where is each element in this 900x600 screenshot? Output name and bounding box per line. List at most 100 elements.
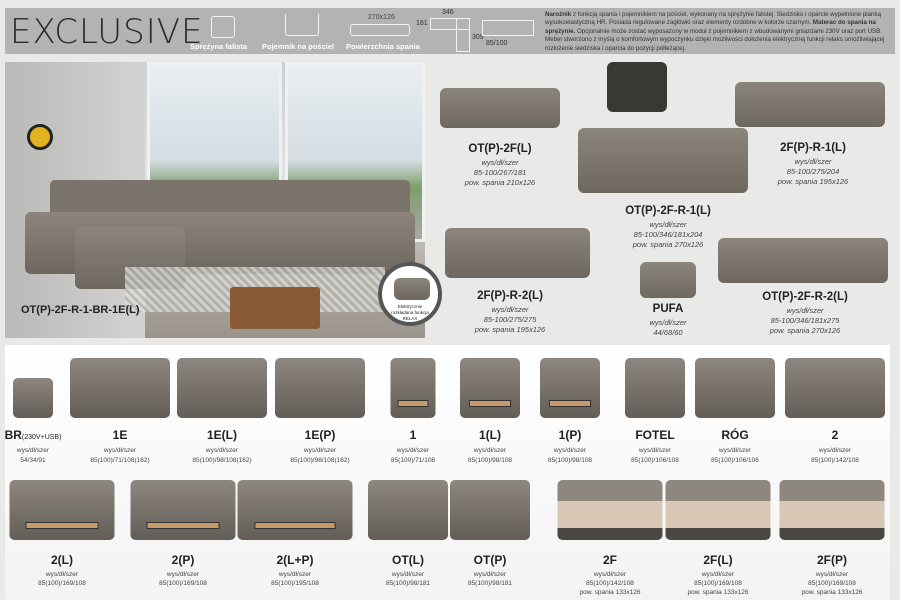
recliner-icon: [394, 278, 430, 300]
desc-text: z funkcją spania i pojemnikiem na poście…: [545, 11, 882, 27]
module-dimension: wys/dł/szer: [303, 447, 337, 454]
module-name: 2(L+P): [276, 553, 314, 567]
set-dimension: wys/dł/szer: [649, 220, 687, 229]
set-image: [735, 82, 885, 127]
module-dimension: wys/dł/szer: [103, 447, 137, 454]
brand-title: EXCLUSIVE: [10, 12, 204, 52]
module-name-text: RÓG: [721, 428, 749, 442]
set-name: PUFA: [652, 303, 684, 315]
module-image: [70, 358, 170, 418]
set-image: [640, 262, 696, 298]
module-name: 2F(L): [703, 553, 733, 567]
set-name: OT(P)-2F-R-2(L): [762, 291, 848, 303]
set-image: [578, 128, 748, 193]
module-name: 2(P): [171, 553, 195, 567]
diagram-depth: 181: [416, 20, 428, 27]
module-name: BR(230V+USB): [5, 428, 62, 442]
module-dimension: wys/dł/szer: [45, 571, 79, 578]
set-name: 2F(P)-R-1(L): [780, 142, 846, 154]
module-name: 1: [410, 428, 417, 442]
module-dimension: wys/dł/szer: [593, 571, 627, 578]
set-dimension: wys/dł/szer: [481, 158, 519, 167]
module-dimension: pow. spania 133x126: [687, 589, 749, 596]
module-dimension: 54/34/91: [20, 457, 46, 464]
diagram-width: 346: [442, 9, 454, 16]
feature-label: Powierzchnia spania: [346, 42, 420, 51]
drawer: [397, 400, 429, 408]
sleeping-area-size: 270x126: [368, 14, 395, 21]
module-name: 2: [832, 428, 839, 442]
module-dimension: wys/dł/szer: [473, 447, 507, 454]
set-dimension: pow. spania 195x126: [777, 177, 849, 186]
module-image: [779, 480, 885, 540]
module-dimension: wys/dł/szer: [396, 447, 430, 454]
set-dimension: pow. spania 195x126: [474, 325, 546, 334]
module-name: 2F: [602, 553, 618, 567]
module-dimension: 85(100)/106/106: [711, 457, 759, 464]
set-dimension: pow. spania 270x126: [769, 326, 841, 335]
module-dimension: wys/dł/szer: [718, 447, 752, 454]
module-dimension: wys/dł/szer: [701, 571, 735, 578]
header-band: [5, 8, 895, 54]
module-dimension: wys/dł/szer: [473, 571, 507, 578]
module-image: [450, 480, 530, 540]
usb-module-photo: [607, 62, 667, 112]
module-name: 1E(P): [305, 428, 336, 442]
hero-label: OT(P)-2F-R-1-BR-1E(L): [21, 304, 140, 316]
set-dimension: pow. spania 210x126: [464, 178, 536, 187]
module-name-text: 1(P): [558, 428, 582, 442]
module-image: [785, 358, 885, 418]
module-dimension: 85(100)/98/181: [385, 580, 431, 587]
module-dimension: wys/dł/szer: [166, 571, 200, 578]
module-dimension: 85(100)/142/108: [586, 580, 634, 587]
module-image: [275, 358, 365, 418]
module-name: OT(P): [473, 553, 507, 567]
module-suffix: (230V+USB): [21, 434, 62, 441]
module-dimension: 85(100)/98/108(162): [192, 457, 252, 464]
module-name: 1(P): [559, 428, 582, 442]
desc-text: Opcjonalnie może zostać wyposażony w mod…: [545, 27, 885, 52]
set-dimension: wys/dł/szer: [491, 305, 529, 314]
feature-label: Pojemnik na pościel: [262, 42, 335, 51]
module-dimension: 85(100)/169/108: [694, 580, 742, 587]
diagram-height: 85/100: [486, 40, 508, 47]
set-image: [445, 228, 590, 278]
feature-label: Sprężyna falista: [190, 42, 248, 51]
module-dimension: 85(100)/71/108: [390, 457, 436, 464]
drawer: [254, 522, 336, 530]
module-dimension: 85(100)/106/108: [631, 457, 679, 464]
lamp: [27, 124, 53, 150]
set-image: [440, 88, 560, 128]
module-image: [177, 358, 267, 418]
module-dimension: wys/dł/szer: [815, 571, 849, 578]
module-name: FOTEL: [635, 428, 674, 442]
set-dimension: wys/dł/szer: [649, 318, 687, 327]
module-dimension: 85(100)/195/108: [271, 580, 319, 587]
set-name: 2F(P)-R-2(L): [477, 290, 543, 302]
module-name-text: 1(L): [479, 428, 501, 442]
module-name: 1E: [113, 428, 128, 442]
module-dimension: wys/dł/szer: [278, 571, 312, 578]
set-dimension: pow. spania 270x126: [632, 240, 704, 249]
module-dimension: 85(100)/98/108(162): [290, 457, 350, 464]
desc-bold: Materac do spania na sprężynie.: [545, 19, 876, 35]
module-dimension: wys/dł/szer: [391, 571, 425, 578]
module-dimension: 85(100)/98/181: [467, 580, 513, 587]
set-dimension: 85-100/275/204: [786, 167, 840, 176]
desc-bold: Narożnik: [545, 11, 572, 18]
set-name: OT(P)-2F(L): [468, 143, 532, 155]
module-dimension: wys/dł/szer: [818, 447, 852, 454]
module-image: [695, 358, 775, 418]
set-dimension: 44/68/60: [653, 328, 683, 337]
module-image: [130, 480, 236, 540]
set-dimension: 85-100/346/181x204: [633, 230, 703, 239]
module-name: 1E(L): [207, 428, 237, 442]
set-image: [718, 238, 888, 283]
set-dimension: 85-100/346/181x275: [770, 316, 840, 325]
module-dimension: pow. spania 133x126: [801, 589, 863, 596]
module-dimension: 85(100)/169/108: [808, 580, 856, 587]
coffee-table: [230, 287, 320, 329]
module-dimension: pow. spania 133x126: [579, 589, 641, 596]
front-view-icon: [482, 20, 534, 36]
module-dimension: 85(100)/98/108: [547, 457, 593, 464]
